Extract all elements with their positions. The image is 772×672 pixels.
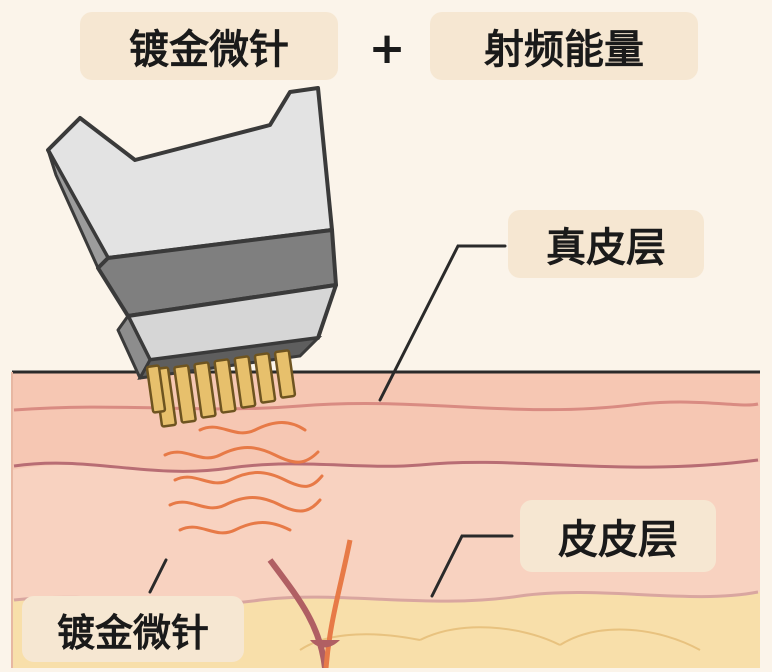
fat-cells xyxy=(299,626,701,651)
plus-sign: + xyxy=(368,22,406,74)
label-rf-energy: 射频能量 xyxy=(430,12,698,80)
label-gold-microneedle: 镀金微针 xyxy=(80,12,338,80)
hair-follicle xyxy=(267,539,353,669)
needle-leader-line xyxy=(148,558,168,594)
microneedle-device xyxy=(46,86,338,380)
callout-needles: 镀金微针 xyxy=(22,596,244,662)
callout-dermis: 真皮层 xyxy=(508,210,704,278)
callout-second-layer: 皮皮层 xyxy=(520,500,716,572)
dermis-boundary-line xyxy=(13,400,759,412)
deep-boundary-line xyxy=(13,458,759,473)
gold-microneedles xyxy=(145,349,297,428)
dermis-leader-line xyxy=(378,244,507,402)
second-layer-leader-line xyxy=(430,534,514,598)
rf-energy-waves xyxy=(163,421,324,535)
